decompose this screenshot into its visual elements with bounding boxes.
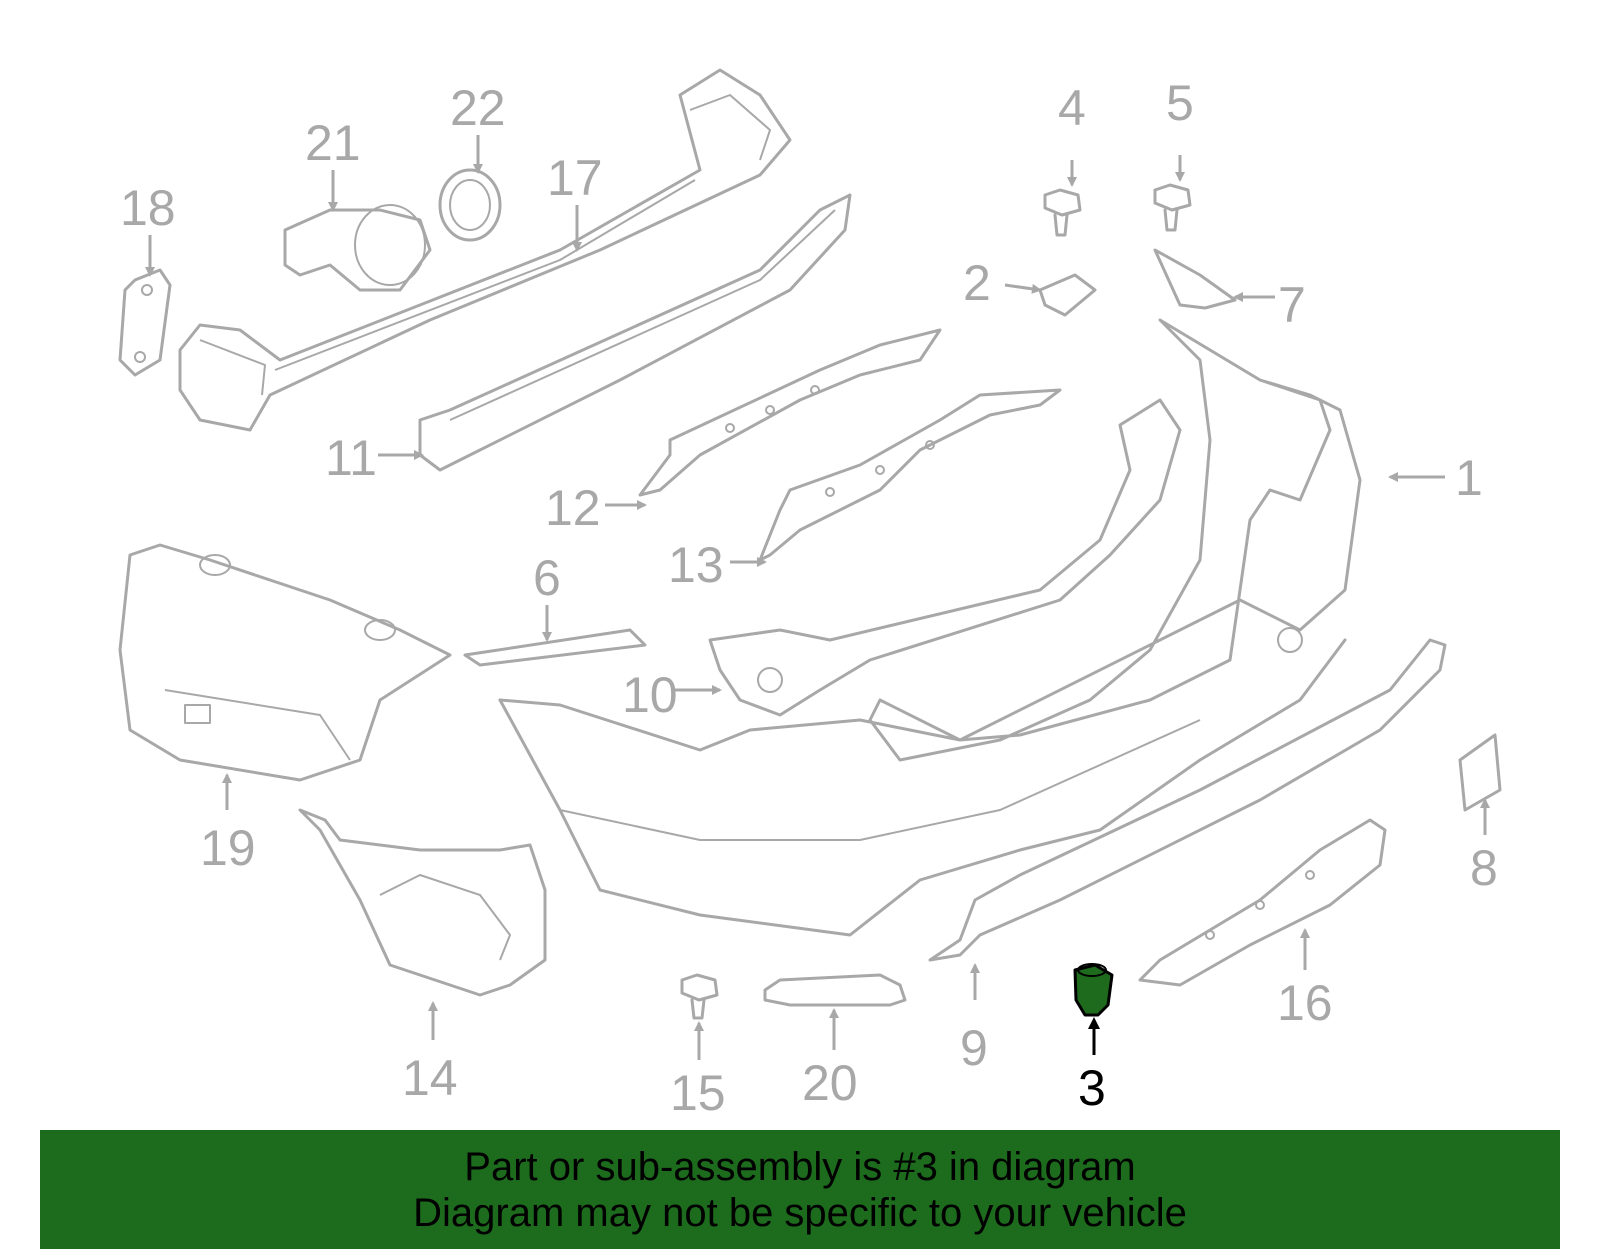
callout-7: 7 [1278, 277, 1306, 333]
callout-labels: 1 2 3 4 5 6 7 8 9 10 11 12 13 14 15 16 1… [120, 75, 1498, 1121]
callout-3-highlighted: 3 [1078, 1060, 1106, 1116]
part-21-sensor [283, 204, 432, 292]
callout-21: 21 [305, 115, 361, 171]
part-20-reflector [763, 973, 907, 1007]
part-1-bumper-cover [498, 318, 1362, 937]
callout-11: 11 [325, 430, 377, 486]
part-11-absorber [418, 193, 852, 472]
part-15-bolt [680, 973, 719, 1020]
callout-4: 4 [1058, 80, 1086, 136]
part-10-carrier [708, 398, 1182, 717]
part-4-bolt [1043, 188, 1082, 237]
part-2-cap [1038, 273, 1097, 317]
leader-2 [1004, 283, 1042, 294]
callout-19: 19 [200, 820, 256, 876]
part-16-lower-strip [1138, 818, 1387, 987]
banner-line-2: Diagram may not be specific to your vehi… [413, 1190, 1187, 1235]
part-9-trim-strip [928, 638, 1447, 962]
callout-12: 12 [545, 480, 601, 536]
callout-13: 13 [668, 537, 724, 593]
part-13-strip [758, 388, 1062, 562]
part-22-sensor-ring [438, 168, 502, 242]
callout-16: 16 [1277, 975, 1333, 1031]
part-17-reinforcement-bar [178, 68, 792, 432]
callout-14: 14 [402, 1050, 458, 1106]
info-banner: Part or sub-assembly is #3 in diagram Di… [40, 1130, 1560, 1249]
leader-lines [145, 135, 1490, 1060]
callout-5: 5 [1166, 75, 1194, 131]
banner-line-1: Part or sub-assembly is #3 in diagram [464, 1144, 1136, 1189]
callout-17: 17 [547, 150, 603, 206]
part-19-side-bracket [118, 543, 452, 782]
callout-2: 2 [963, 255, 991, 311]
callout-22: 22 [450, 80, 506, 136]
callout-9: 9 [960, 1020, 988, 1076]
callout-18: 18 [120, 180, 176, 236]
callout-10: 10 [622, 667, 678, 723]
part-12-strip [638, 328, 942, 497]
part-14-side-bracket [298, 808, 547, 997]
part-8-cap [1458, 733, 1502, 812]
callout-1: 1 [1455, 450, 1483, 506]
part-3-clip-highlighted [1073, 963, 1114, 1017]
part-7-bracket [1153, 248, 1237, 310]
callout-20: 20 [802, 1055, 858, 1111]
part-6-strip [463, 628, 647, 667]
callout-6: 6 [533, 550, 561, 606]
callout-8: 8 [1470, 840, 1498, 896]
part-18-plate [118, 268, 172, 377]
part-5-bolt [1153, 183, 1192, 232]
callout-15: 15 [670, 1065, 726, 1121]
